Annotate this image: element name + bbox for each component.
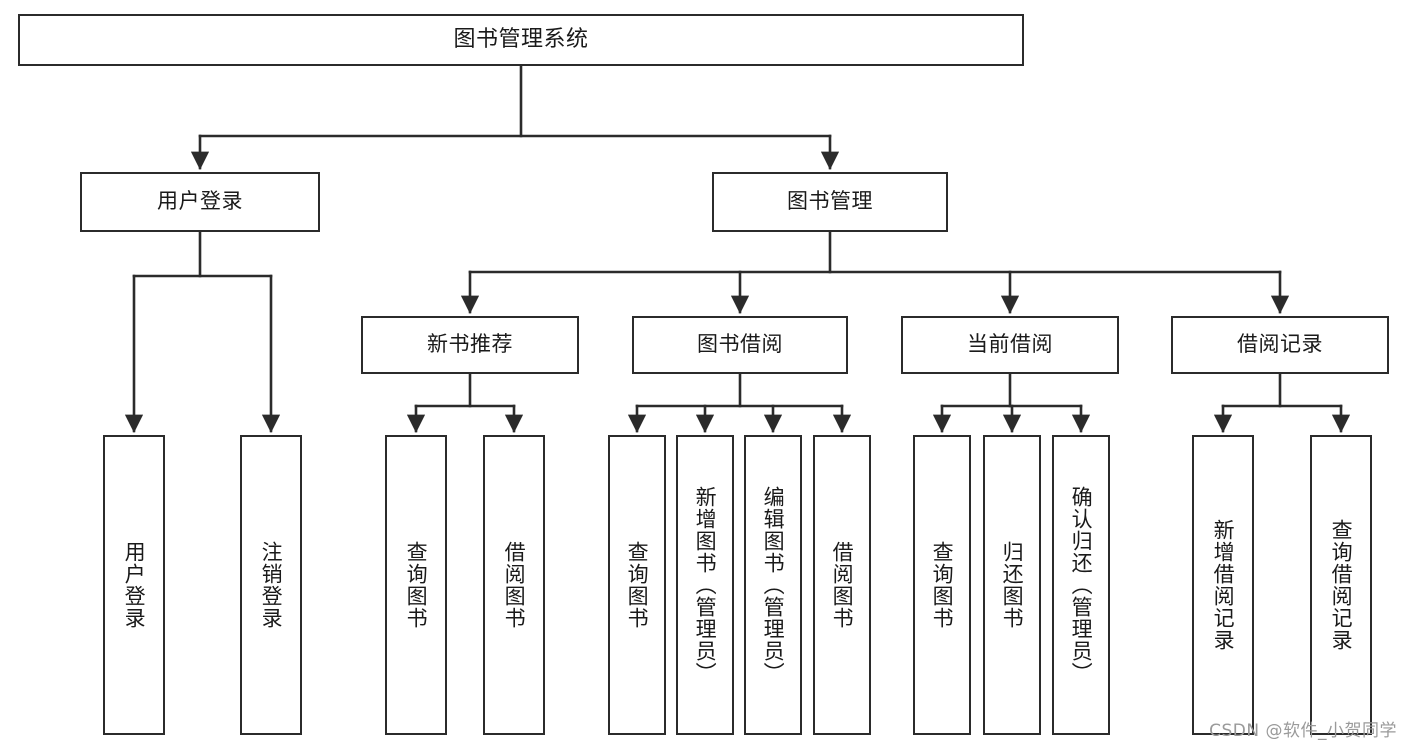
node-leaf-borrow-book-newbook[interactable]: 借阅图书	[483, 435, 545, 735]
node-label: 查询图书	[625, 541, 650, 629]
node-current-borrow[interactable]: 当前借阅	[901, 316, 1119, 374]
node-label: 编辑图书（管理员）	[761, 486, 786, 684]
node-label: 新书推荐	[427, 332, 513, 357]
node-label: 查询图书	[930, 541, 955, 629]
node-label: 借阅记录	[1237, 332, 1323, 357]
node-leaf-add-book-admin[interactable]: 新增图书（管理员）	[676, 435, 734, 735]
node-leaf-add-borrow-record[interactable]: 新增借阅记录	[1192, 435, 1254, 735]
node-label: 用户登录	[122, 541, 147, 629]
node-label: 用户登录	[157, 189, 243, 214]
node-label: 图书管理系统	[453, 26, 589, 52]
node-label: 图书管理	[787, 189, 873, 214]
node-leaf-borrow-book[interactable]: 借阅图书	[813, 435, 871, 735]
node-label: 借阅图书	[830, 541, 855, 629]
node-leaf-query-book-newbook[interactable]: 查询图书	[385, 435, 447, 735]
node-label: 确认归还（管理员）	[1069, 486, 1094, 684]
node-book-borrow[interactable]: 图书借阅	[632, 316, 848, 374]
node-label: 注销登录	[259, 541, 284, 629]
node-label: 借阅图书	[502, 541, 527, 629]
node-book-management[interactable]: 图书管理	[712, 172, 948, 232]
node-user-login[interactable]: 用户登录	[80, 172, 320, 232]
node-label: 归还图书	[1000, 541, 1025, 629]
node-label: 新增图书（管理员）	[693, 486, 718, 684]
node-leaf-logout[interactable]: 注销登录	[240, 435, 302, 735]
node-root-book-management-system[interactable]: 图书管理系统	[18, 14, 1024, 66]
node-leaf-return-book[interactable]: 归还图书	[983, 435, 1041, 735]
watermark: CSDN @软件_小贺同学	[1209, 721, 1397, 741]
node-label: 当前借阅	[967, 332, 1053, 357]
node-leaf-user-login[interactable]: 用户登录	[103, 435, 165, 735]
node-leaf-confirm-return-admin[interactable]: 确认归还（管理员）	[1052, 435, 1110, 735]
node-leaf-query-borrow-record[interactable]: 查询借阅记录	[1310, 435, 1372, 735]
node-leaf-edit-book-admin[interactable]: 编辑图书（管理员）	[744, 435, 802, 735]
node-leaf-query-book-borrow[interactable]: 查询图书	[608, 435, 666, 735]
node-new-book-recommend[interactable]: 新书推荐	[361, 316, 579, 374]
node-leaf-query-book-current[interactable]: 查询图书	[913, 435, 971, 735]
node-label: 新增借阅记录	[1211, 519, 1236, 651]
node-borrow-record[interactable]: 借阅记录	[1171, 316, 1389, 374]
node-label: 查询图书	[404, 541, 429, 629]
node-label: 查询借阅记录	[1329, 519, 1354, 651]
node-label: 图书借阅	[697, 332, 783, 357]
